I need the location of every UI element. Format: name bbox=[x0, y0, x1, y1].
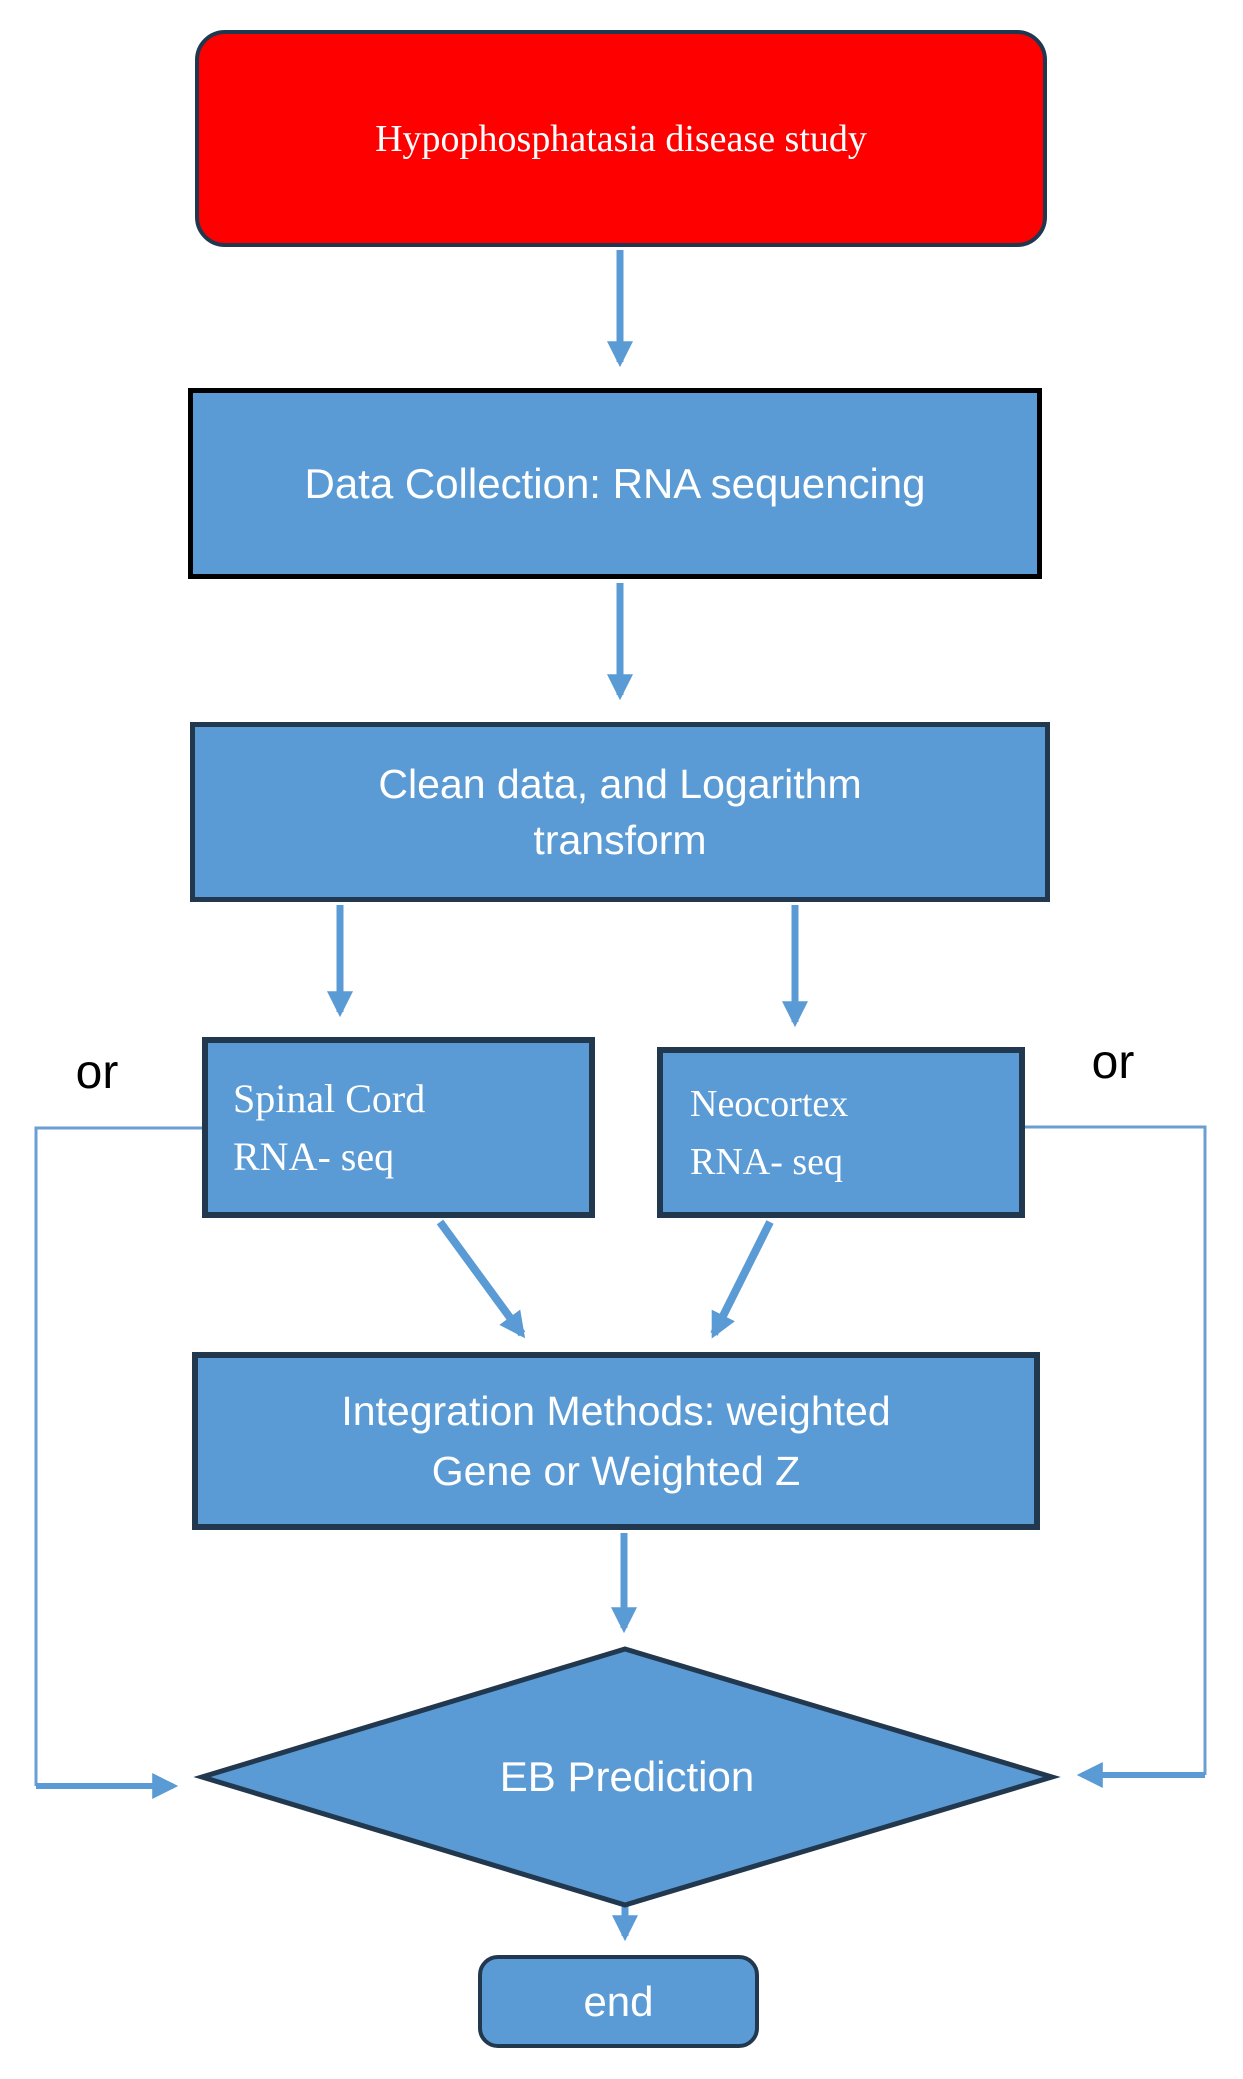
node-end: end bbox=[478, 1955, 759, 2048]
or-label-right-text: or bbox=[1091, 1035, 1135, 1089]
node-integration-methods: Integration Methods: weighted Gene or We… bbox=[192, 1352, 1040, 1530]
node-neocortex: Neocortex RNA- seq bbox=[657, 1047, 1025, 1218]
or-label-right: or bbox=[1068, 1032, 1158, 1092]
node-end-label: end bbox=[583, 1977, 654, 2025]
node-start-label: Hypophosphatasia disease study bbox=[375, 117, 867, 160]
node-neocortex-line1: Neocortex bbox=[690, 1082, 849, 1125]
node-clean-data-line2: transform bbox=[533, 817, 707, 863]
node-ebprediction-label: EB Prediction bbox=[420, 1745, 834, 1809]
node-start: Hypophosphatasia disease study bbox=[195, 30, 1047, 247]
node-spinal-cord: Spinal Cord RNA- seq bbox=[202, 1037, 595, 1218]
or-bypass-line-left bbox=[34, 1126, 202, 1786]
node-data-collection-label: Data Collection: RNA sequencing bbox=[304, 459, 926, 507]
node-clean-data-line1: Clean data, and Logarithm bbox=[378, 761, 862, 807]
node-data-collection: Data Collection: RNA sequencing bbox=[188, 388, 1042, 579]
ebprediction-diamond bbox=[193, 1646, 1061, 1908]
node-neocortex-line2: RNA- seq bbox=[690, 1140, 844, 1183]
arrow-neocortex-to-integration bbox=[710, 1220, 774, 1339]
node-integration-line1: Integration Methods: weighted bbox=[341, 1388, 891, 1434]
node-clean-data: Clean data, and Logarithm transform bbox=[190, 722, 1050, 902]
node-spinal-cord-line1: Spinal Cord bbox=[233, 1075, 426, 1121]
ebprediction-text: EB Prediction bbox=[499, 1753, 755, 1800]
or-label-left: or bbox=[52, 1042, 142, 1102]
node-spinal-cord-line2: RNA- seq bbox=[233, 1133, 395, 1179]
or-bypass-line-right bbox=[1024, 1125, 1207, 1775]
arrow-spinal-to-integration bbox=[436, 1219, 526, 1339]
node-integration-line2: Gene or Weighted Z bbox=[431, 1448, 801, 1494]
or-label-left-text: or bbox=[75, 1045, 119, 1099]
